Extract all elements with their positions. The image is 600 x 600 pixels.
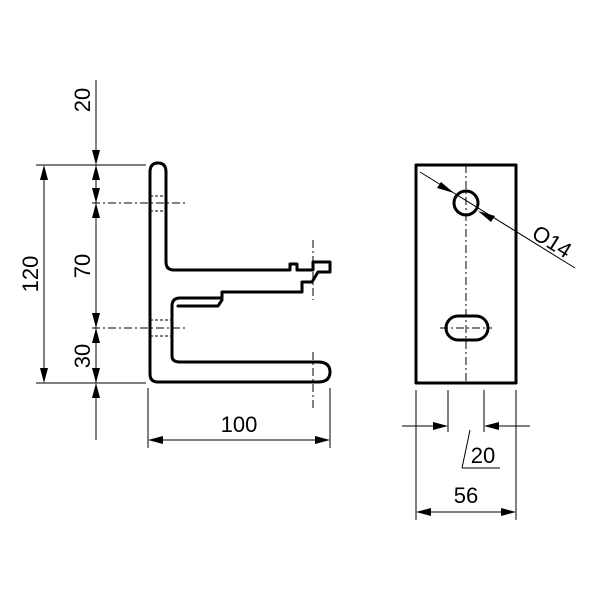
- front-view: [414, 163, 518, 385]
- extension-lines-plate: [415, 390, 517, 520]
- extension-lines-left: [36, 164, 331, 448]
- dim-label-30: 30: [70, 344, 95, 368]
- dim-plate-width: 56: [416, 483, 516, 516]
- dim-hole-diameter: O14: [419, 171, 577, 269]
- bracket-inner-line: [176, 298, 224, 308]
- dim-chain: 20 70 30: [70, 80, 100, 440]
- dim-arm-length: 100: [148, 412, 330, 444]
- dim-label-120: 120: [18, 256, 43, 293]
- bracket-outline: [148, 161, 332, 384]
- dim-hole-spacing: 20: [402, 422, 530, 469]
- side-view: [92, 161, 332, 408]
- dim-label-20-spacing: 20: [471, 443, 495, 468]
- upper-hole: [452, 189, 480, 217]
- dim-label-70: 70: [70, 254, 95, 278]
- dim-label-20-top: 20: [70, 88, 95, 112]
- dim-total-height: 120: [18, 165, 48, 383]
- dim-label-100: 100: [221, 412, 258, 437]
- dim-label-o14: O14: [528, 220, 577, 263]
- dim-label-56: 56: [454, 483, 478, 508]
